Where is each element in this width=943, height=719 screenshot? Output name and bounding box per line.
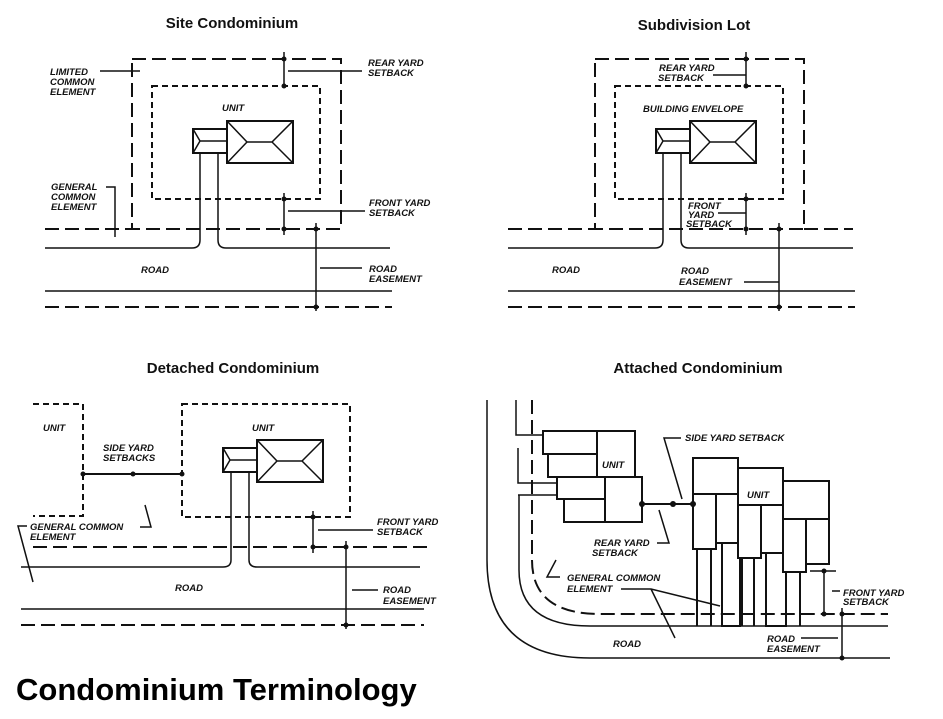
limited-common-element-boundary	[131, 58, 342, 230]
panel-title-subdivision: Subdivision Lot	[638, 17, 751, 34]
road-outer-edge	[486, 400, 890, 659]
label-unit: UNIT	[222, 103, 245, 114]
driveway-left	[45, 153, 201, 249]
panel-title-detached: Detached Condominium	[147, 360, 320, 377]
leader-rear	[657, 509, 671, 544]
house-icon	[222, 439, 324, 483]
label-road: ROAD	[175, 583, 203, 594]
leader-general	[621, 588, 721, 639]
driveway-right	[680, 153, 853, 249]
unit-driveways	[696, 543, 801, 627]
unit-right-boundary	[181, 403, 351, 518]
label-road: ROAD	[141, 265, 169, 276]
road-inner-edge	[518, 495, 888, 627]
driveway-right	[248, 472, 420, 568]
label-road: ROAD	[613, 639, 641, 650]
unit-left-boundary	[33, 403, 84, 517]
unit-boundary	[151, 85, 321, 200]
panel-title-site: Site Condominium	[166, 15, 299, 32]
leader-general	[106, 186, 116, 237]
label-building-envelope: BUILDING ENVELOPE	[643, 104, 744, 115]
driveway-left	[21, 472, 232, 568]
house-icon	[655, 120, 757, 164]
label-unit-right: UNIT	[747, 490, 770, 501]
leader-general-left	[17, 525, 34, 583]
label-unit-left: UNIT	[43, 423, 66, 434]
lot-boundary	[594, 58, 805, 230]
panel-attached-condominium: Attached Condominium	[486, 360, 905, 661]
driveway-right	[217, 153, 390, 249]
leader-general-top	[545, 559, 560, 578]
leader-side	[662, 437, 683, 500]
house-icon	[192, 120, 294, 164]
page-title: Condominium Terminology	[16, 672, 417, 707]
panel-detached-condominium: Detached Condominium UNIT UNIT SIDE YARD…	[17, 360, 439, 629]
label-unit-right: UNIT	[252, 423, 275, 434]
building-envelope-boundary	[614, 85, 784, 200]
label-side-yard-setback: SIDE YARD SETBACK	[685, 433, 786, 444]
driveway-lines	[515, 400, 557, 496]
property-line	[531, 400, 888, 615]
unit-cluster-left	[542, 430, 643, 523]
label-unit-left: UNIT	[602, 460, 625, 471]
leader-general-right	[140, 504, 152, 528]
label-road: ROAD	[552, 265, 580, 276]
unit-cluster-right	[692, 457, 830, 627]
driveway-left	[508, 153, 664, 249]
panel-title-attached: Attached Condominium	[613, 360, 782, 377]
